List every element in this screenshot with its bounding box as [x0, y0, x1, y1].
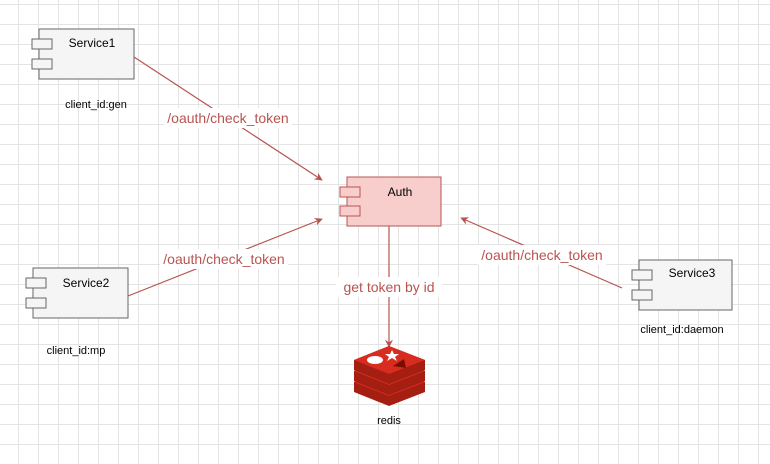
- edge-label-redis: get token by id: [336, 277, 442, 297]
- edge-label-service1-text: /oauth/check_token: [167, 110, 288, 126]
- edge-label-service1: /oauth/check_token: [164, 108, 292, 128]
- service3-port-bottom: [631, 289, 653, 301]
- service1-client-id: client_id:gen: [65, 99, 127, 111]
- service1-component[interactable]: Service1: [31, 28, 135, 80]
- redis-label: redis: [377, 415, 401, 427]
- edge-label-service3-text: /oauth/check_token: [481, 247, 602, 263]
- service1-label: Service1: [69, 36, 116, 50]
- edge-label-redis-text: get token by id: [343, 279, 434, 295]
- auth-component[interactable]: Auth: [339, 176, 442, 227]
- auth-label: Auth: [388, 185, 413, 199]
- edge-label-service3: /oauth/check_token: [478, 245, 606, 265]
- service1-port-bottom: [31, 58, 53, 70]
- service3-port-top: [631, 269, 653, 281]
- service2-port-top: [25, 277, 47, 289]
- auth-port-bottom: [339, 205, 361, 217]
- service2-port-bottom: [25, 297, 47, 309]
- service3-client-id: client_id:daemon: [640, 324, 723, 336]
- service3-label: Service3: [669, 266, 716, 280]
- service2-client-id: client_id:mp: [47, 345, 106, 357]
- service2-component[interactable]: Service2: [25, 267, 129, 319]
- auth-port-top: [339, 186, 361, 198]
- redis-icon[interactable]: [354, 346, 425, 406]
- service1-port-top: [31, 38, 53, 50]
- edge-label-service2: /oauth/check_token: [160, 249, 288, 269]
- service3-component[interactable]: Service3: [631, 259, 733, 311]
- edge-label-service2-text: /oauth/check_token: [163, 251, 284, 267]
- service2-label: Service2: [63, 276, 110, 290]
